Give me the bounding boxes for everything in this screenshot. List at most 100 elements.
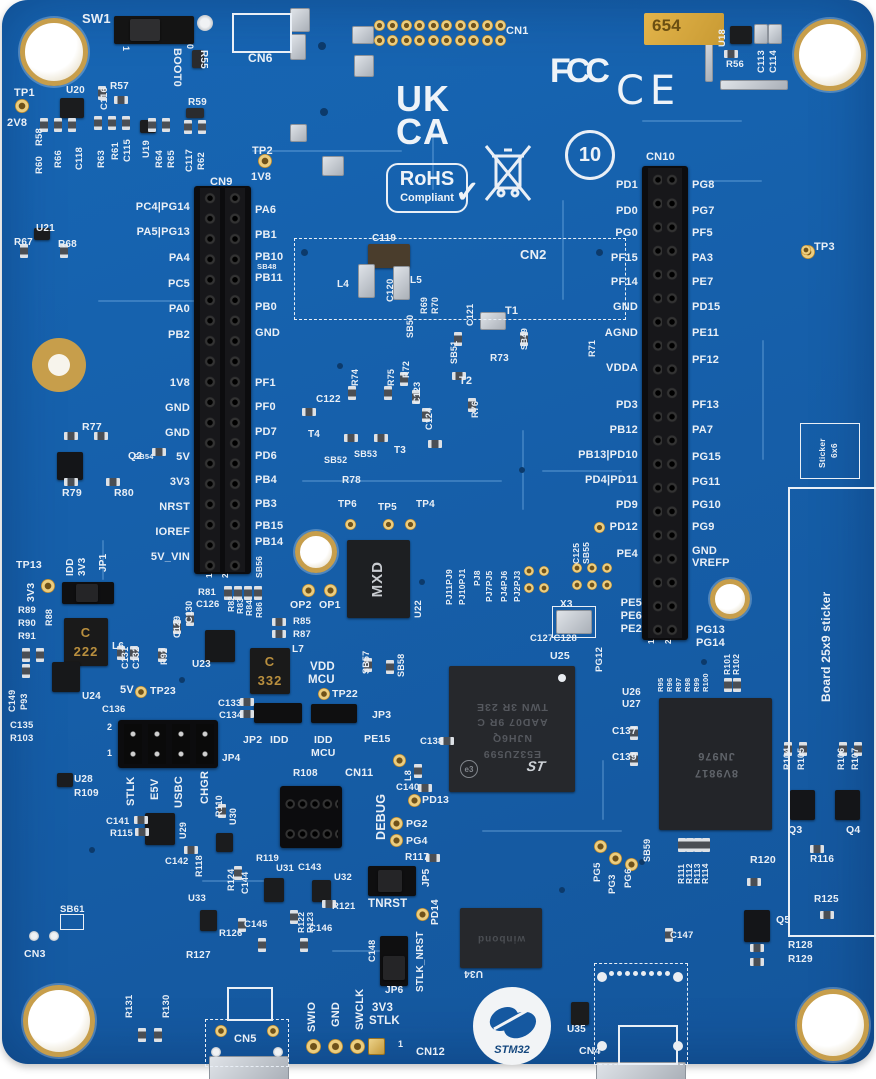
fcc-mark: FCC	[550, 52, 610, 90]
cn4-signal-pads	[608, 970, 614, 976]
smd-passive	[94, 432, 108, 440]
silk-label-debug: DEBUG	[374, 793, 388, 840]
silk-label-pe5: PE5	[620, 597, 642, 609]
mount-hole-bottom-left	[23, 985, 95, 1057]
silk-label-pd14: PD14	[430, 899, 441, 925]
silk-label-pj11pj9: PJ11PJ9	[444, 569, 454, 605]
smd-passive	[108, 116, 116, 130]
silk-label-r61: R61	[110, 141, 121, 160]
pad	[673, 972, 683, 982]
silk-label-pj4pj6: PJ4PJ6	[499, 570, 509, 602]
cn1-pads	[468, 34, 479, 46]
pad	[49, 931, 59, 941]
silk-label-r87: R87	[293, 629, 312, 640]
smd-passive	[122, 116, 130, 130]
silk-label-u28: U28	[74, 774, 93, 785]
silk-label-c124: C124	[424, 407, 434, 430]
cn9-header	[194, 186, 251, 574]
tp22-testpoint	[318, 688, 330, 700]
smd-passive	[224, 586, 232, 600]
silk-label-u20: U20	[66, 85, 85, 96]
silk-label-u22: U22	[413, 599, 424, 618]
rohs-checkmark-icon: ✓	[454, 176, 480, 209]
silk-label-pj7pj5: PJ7PJ5	[484, 570, 494, 602]
metal-part	[720, 80, 788, 90]
q5-transistor	[744, 910, 770, 942]
silk-label-c116: C116	[99, 87, 110, 110]
usb-c-connector	[596, 1062, 686, 1079]
silk-label-u27: U27	[622, 699, 641, 710]
silk-label-tp6: TP6	[338, 499, 357, 510]
silk-label-r109: R109	[74, 788, 99, 799]
silk-label-u33: U33	[188, 893, 207, 904]
u18-chip	[730, 26, 752, 44]
silk-label-pd13: PD13	[422, 794, 450, 806]
copper-trace	[252, 150, 402, 152]
silk-label-cn10: CN10	[646, 151, 675, 163]
silk-label-r70: R70	[430, 296, 440, 314]
u29-chip	[145, 813, 175, 845]
copper-trace	[432, 130, 434, 190]
pad	[267, 1025, 279, 1037]
via	[320, 108, 328, 116]
silk-label-r55: R55	[198, 50, 209, 69]
st-logo-on-chip: ST	[525, 758, 547, 774]
smd-passive	[412, 390, 420, 404]
silk-label-r85: R85	[293, 616, 312, 627]
smd-passive	[234, 866, 242, 880]
weee-bin-icon	[484, 145, 532, 201]
pad	[211, 1047, 221, 1057]
cn12-pad1	[368, 1038, 385, 1055]
silk-label-r118: R118	[194, 855, 204, 877]
cn1-pads	[495, 19, 506, 31]
silk-label-jp6: JP6	[385, 985, 404, 996]
silk-label-r81: R81	[198, 587, 217, 598]
silk-label-u21: U21	[36, 223, 55, 234]
silk-label-idd: IDD	[65, 558, 76, 576]
silk-label-boot0: BOOT0	[171, 48, 183, 87]
silk-label-5v: 5V	[176, 451, 190, 463]
via	[318, 42, 326, 50]
silk-label-c122: C122	[316, 394, 341, 405]
silk-label-r65: R65	[166, 149, 177, 168]
silk-label-c125: C125	[571, 542, 581, 564]
u33-chip	[200, 910, 217, 931]
silk-label-sb61: SB61	[60, 904, 85, 915]
silk-label-pg2: PG2	[406, 818, 428, 830]
silk-label-stlk-nrst: STLK_NRST	[415, 931, 426, 992]
pj-pads-a	[539, 583, 549, 593]
smd-passive	[22, 648, 30, 662]
silk-label-sb49: SB49	[519, 327, 529, 350]
cn1-pads	[427, 19, 439, 31]
silk-label-usbc: USBC	[173, 776, 185, 808]
silk-label-gnd: GND	[692, 545, 718, 557]
silk-label-r108: R108	[293, 768, 318, 779]
silk-label-cn1: CN1	[506, 25, 529, 37]
silk-label-u19: U19	[141, 139, 152, 158]
silk-label-pb3: PB3	[255, 498, 277, 510]
u24-chip	[52, 662, 80, 692]
stm32-butterfly-logo: STM32	[473, 987, 551, 1065]
silk-label-2: 2	[664, 639, 673, 644]
silk-label-r66: R66	[53, 149, 64, 168]
pj-pads-b	[572, 563, 582, 573]
smd-passive	[665, 928, 673, 942]
silk-label-vdd: VDD	[310, 661, 335, 673]
silk-label-c141: C141	[106, 816, 130, 827]
smd-passive	[138, 1028, 146, 1042]
smd-passive	[154, 1028, 162, 1042]
copper-trace	[202, 880, 282, 882]
copper-trace	[542, 470, 622, 472]
switch-screw	[197, 15, 213, 31]
x3-crystal	[556, 610, 592, 634]
smd-passive	[135, 828, 149, 836]
metal-part	[354, 55, 374, 77]
silk-label-tnrst: TNRST	[368, 898, 408, 910]
smd-passive	[364, 658, 372, 672]
smd-passive	[702, 838, 710, 852]
cn1-pads	[387, 34, 398, 46]
smd-passive	[184, 120, 192, 134]
silk-label-pd6: PD6	[255, 450, 277, 462]
silk-label-r114: R114	[700, 863, 710, 884]
silk-label-pg14: PG14	[696, 637, 725, 649]
